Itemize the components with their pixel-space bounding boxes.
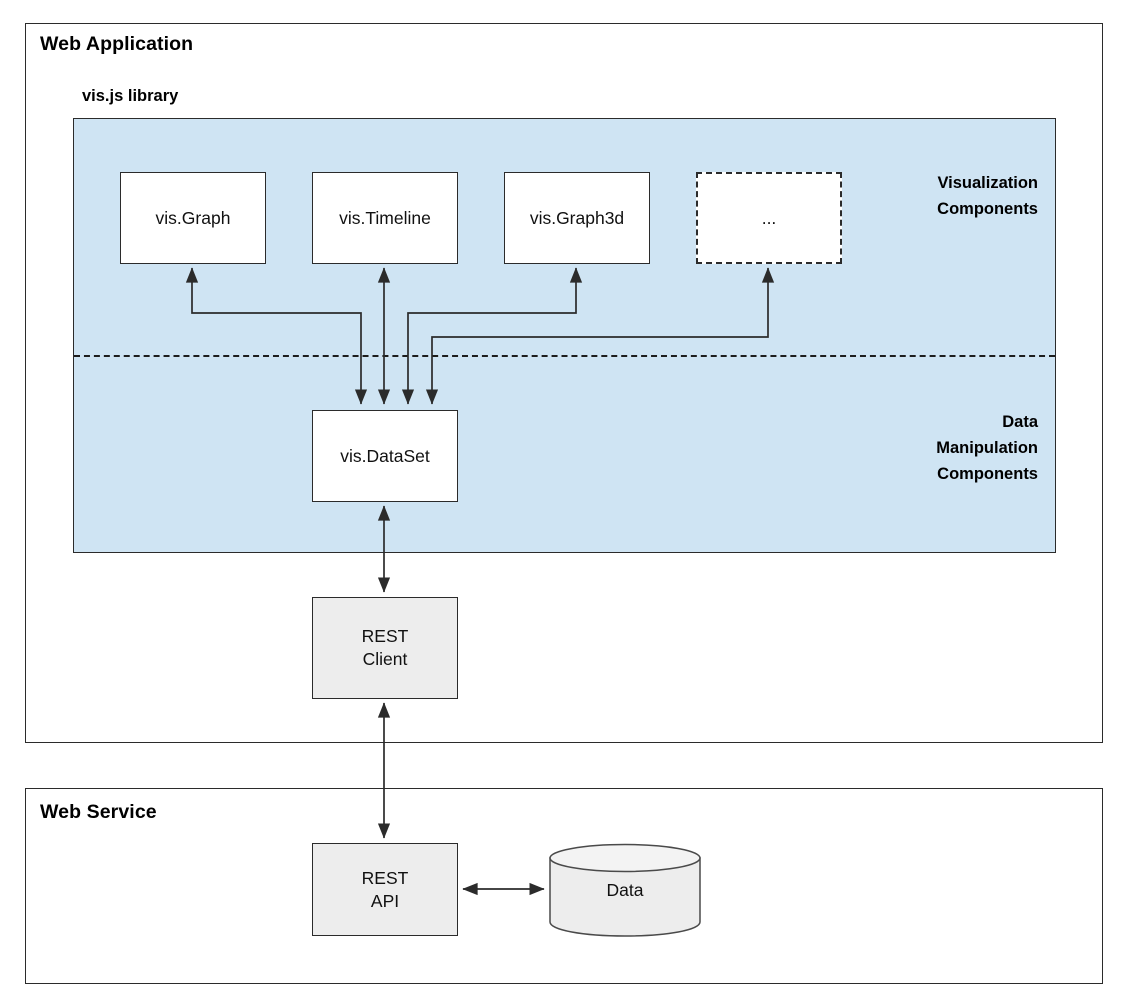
node-vis-graph[interactable]: vis.Graph [120, 172, 266, 264]
web-application-title: Web Application [40, 33, 194, 55]
node-vis-dataset[interactable]: vis.DataSet [312, 410, 458, 502]
web-service-title: Web Service [40, 801, 157, 823]
data-manipulation-components-caption: Data Manipulation Components [936, 413, 1038, 483]
node-vis-graph3d[interactable]: vis.Graph3d [504, 172, 650, 264]
layer-divider [74, 355, 1055, 357]
visualization-components-caption: Visualization Components [937, 174, 1038, 218]
database-cylinder-icon [549, 843, 701, 937]
visjs-library-label: vis.js library [82, 87, 179, 105]
node-rest-client[interactable]: REST Client [312, 597, 458, 699]
node-data-store[interactable]: Data [549, 843, 701, 937]
node-rest-api[interactable]: REST API [312, 843, 458, 936]
node-more-components[interactable]: ... [696, 172, 842, 264]
node-vis-timeline[interactable]: vis.Timeline [312, 172, 458, 264]
